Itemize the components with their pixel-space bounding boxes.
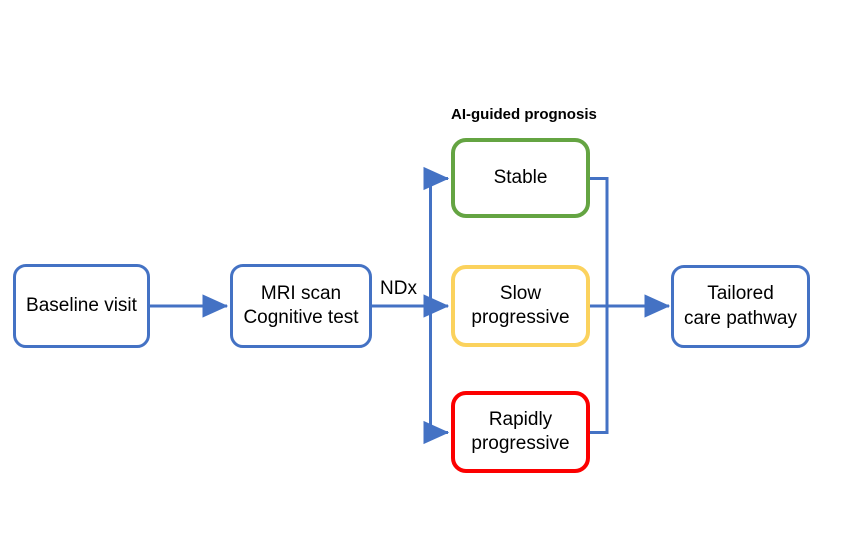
edge-label-ndx: NDx bbox=[378, 278, 419, 300]
node-tailored-care-pathway[interactable]: Tailored care pathway bbox=[671, 265, 810, 348]
node-mri-cognitive-assessment[interactable]: MRI scan Cognitive test bbox=[230, 264, 372, 348]
node-rapidly-progressive[interactable]: Rapidly progressive bbox=[451, 391, 590, 473]
ai-guided-prognosis-caption: AI-guided prognosis bbox=[451, 106, 597, 123]
node-slow-progressive[interactable]: Slow progressive bbox=[451, 265, 590, 347]
node-stable[interactable]: Stable bbox=[451, 138, 590, 218]
node-baseline-visit[interactable]: Baseline visit bbox=[13, 264, 150, 348]
